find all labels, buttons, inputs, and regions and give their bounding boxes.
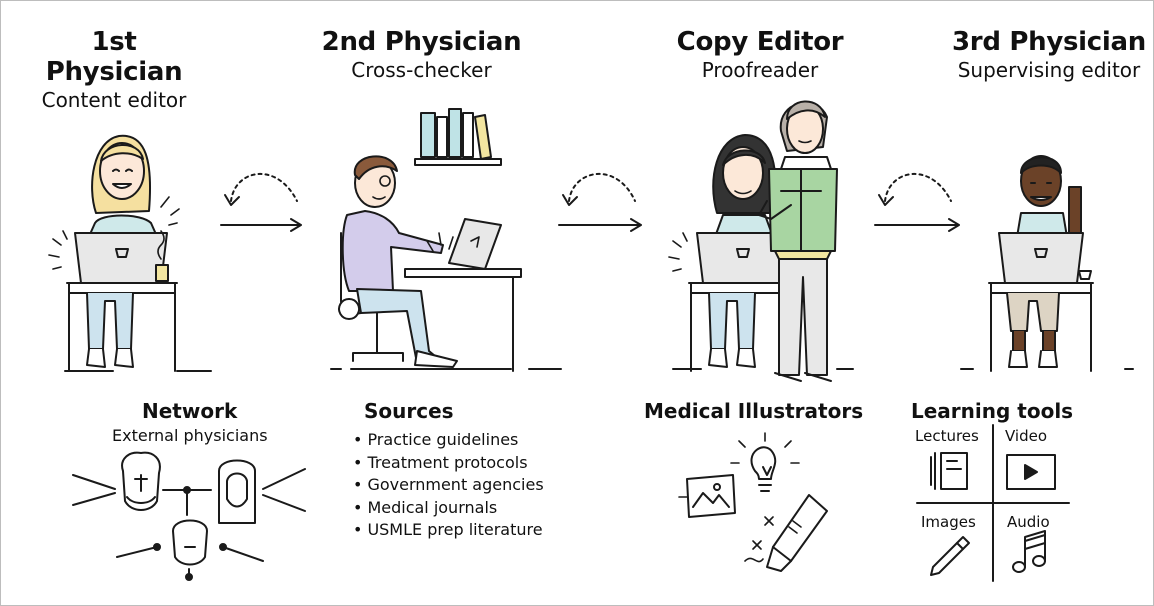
role-header-1st-physician: 1st Physician Content editor — [19, 27, 209, 113]
third-physician-figure — [960, 155, 1134, 372]
female-physician-icon — [218, 459, 256, 524]
role-header-2nd-physician: 2nd Physician Cross-checker — [319, 27, 524, 83]
network-title: Network — [142, 399, 238, 423]
illustration-tools-icon — [678, 432, 828, 572]
network-subtitle: External physicians — [112, 426, 268, 445]
sources-list: Practice guidelines Treatment protocols … — [353, 429, 544, 542]
workflow-arrow-2 — [558, 172, 642, 232]
male-physician-icon — [172, 519, 208, 566]
audio-label: Audio — [1007, 513, 1050, 531]
role-title: 3rd Physician — [952, 27, 1146, 57]
music-note-icon — [1012, 530, 1046, 573]
second-physician-figure — [330, 108, 562, 372]
role-header-copy-editor: Copy Editor Proofreader — [669, 27, 851, 83]
list-item: Treatment protocols — [353, 452, 544, 475]
learning-tools-title: Learning tools — [911, 399, 1074, 423]
copy-editor-figure — [668, 100, 854, 382]
video-label: Video — [1005, 427, 1048, 445]
highlighter-icon — [766, 494, 828, 572]
role-title: Copy Editor — [676, 27, 844, 57]
role-title: 2nd Physician — [321, 27, 522, 57]
workflow-arrow-1 — [220, 172, 302, 232]
role-subtitle: Content editor — [41, 88, 187, 112]
bearded-physician-icon — [121, 451, 161, 511]
video-icon — [1006, 454, 1056, 490]
sources-title: Sources — [364, 399, 454, 423]
role-subtitle: Supervising editor — [957, 58, 1141, 82]
list-item: Government agencies — [353, 474, 543, 497]
workflow-arrow-3 — [874, 172, 960, 232]
list-item: USMLE prep literature — [353, 519, 544, 542]
list-item: Medical journals — [353, 497, 544, 520]
network-icon — [72, 451, 306, 581]
images-label: Images — [921, 513, 976, 531]
role-subtitle: Cross-checker — [351, 58, 492, 82]
list-item: Practice guidelines — [353, 429, 544, 452]
illustrators-title: Medical Illustrators — [644, 399, 864, 423]
lightbulb-icon — [730, 432, 800, 492]
lectures-icon — [930, 452, 968, 490]
lectures-label: Lectures — [915, 427, 979, 445]
learning-tools-grid — [916, 424, 1070, 582]
first-physician-figure — [48, 134, 212, 372]
role-subtitle: Proofreader — [701, 58, 819, 82]
role-title: 1st Physician — [45, 27, 183, 87]
image-frame-icon — [678, 474, 736, 518]
pencil-icon — [930, 536, 970, 576]
role-header-3rd-physician: 3rd Physician Supervising editor — [949, 27, 1149, 83]
